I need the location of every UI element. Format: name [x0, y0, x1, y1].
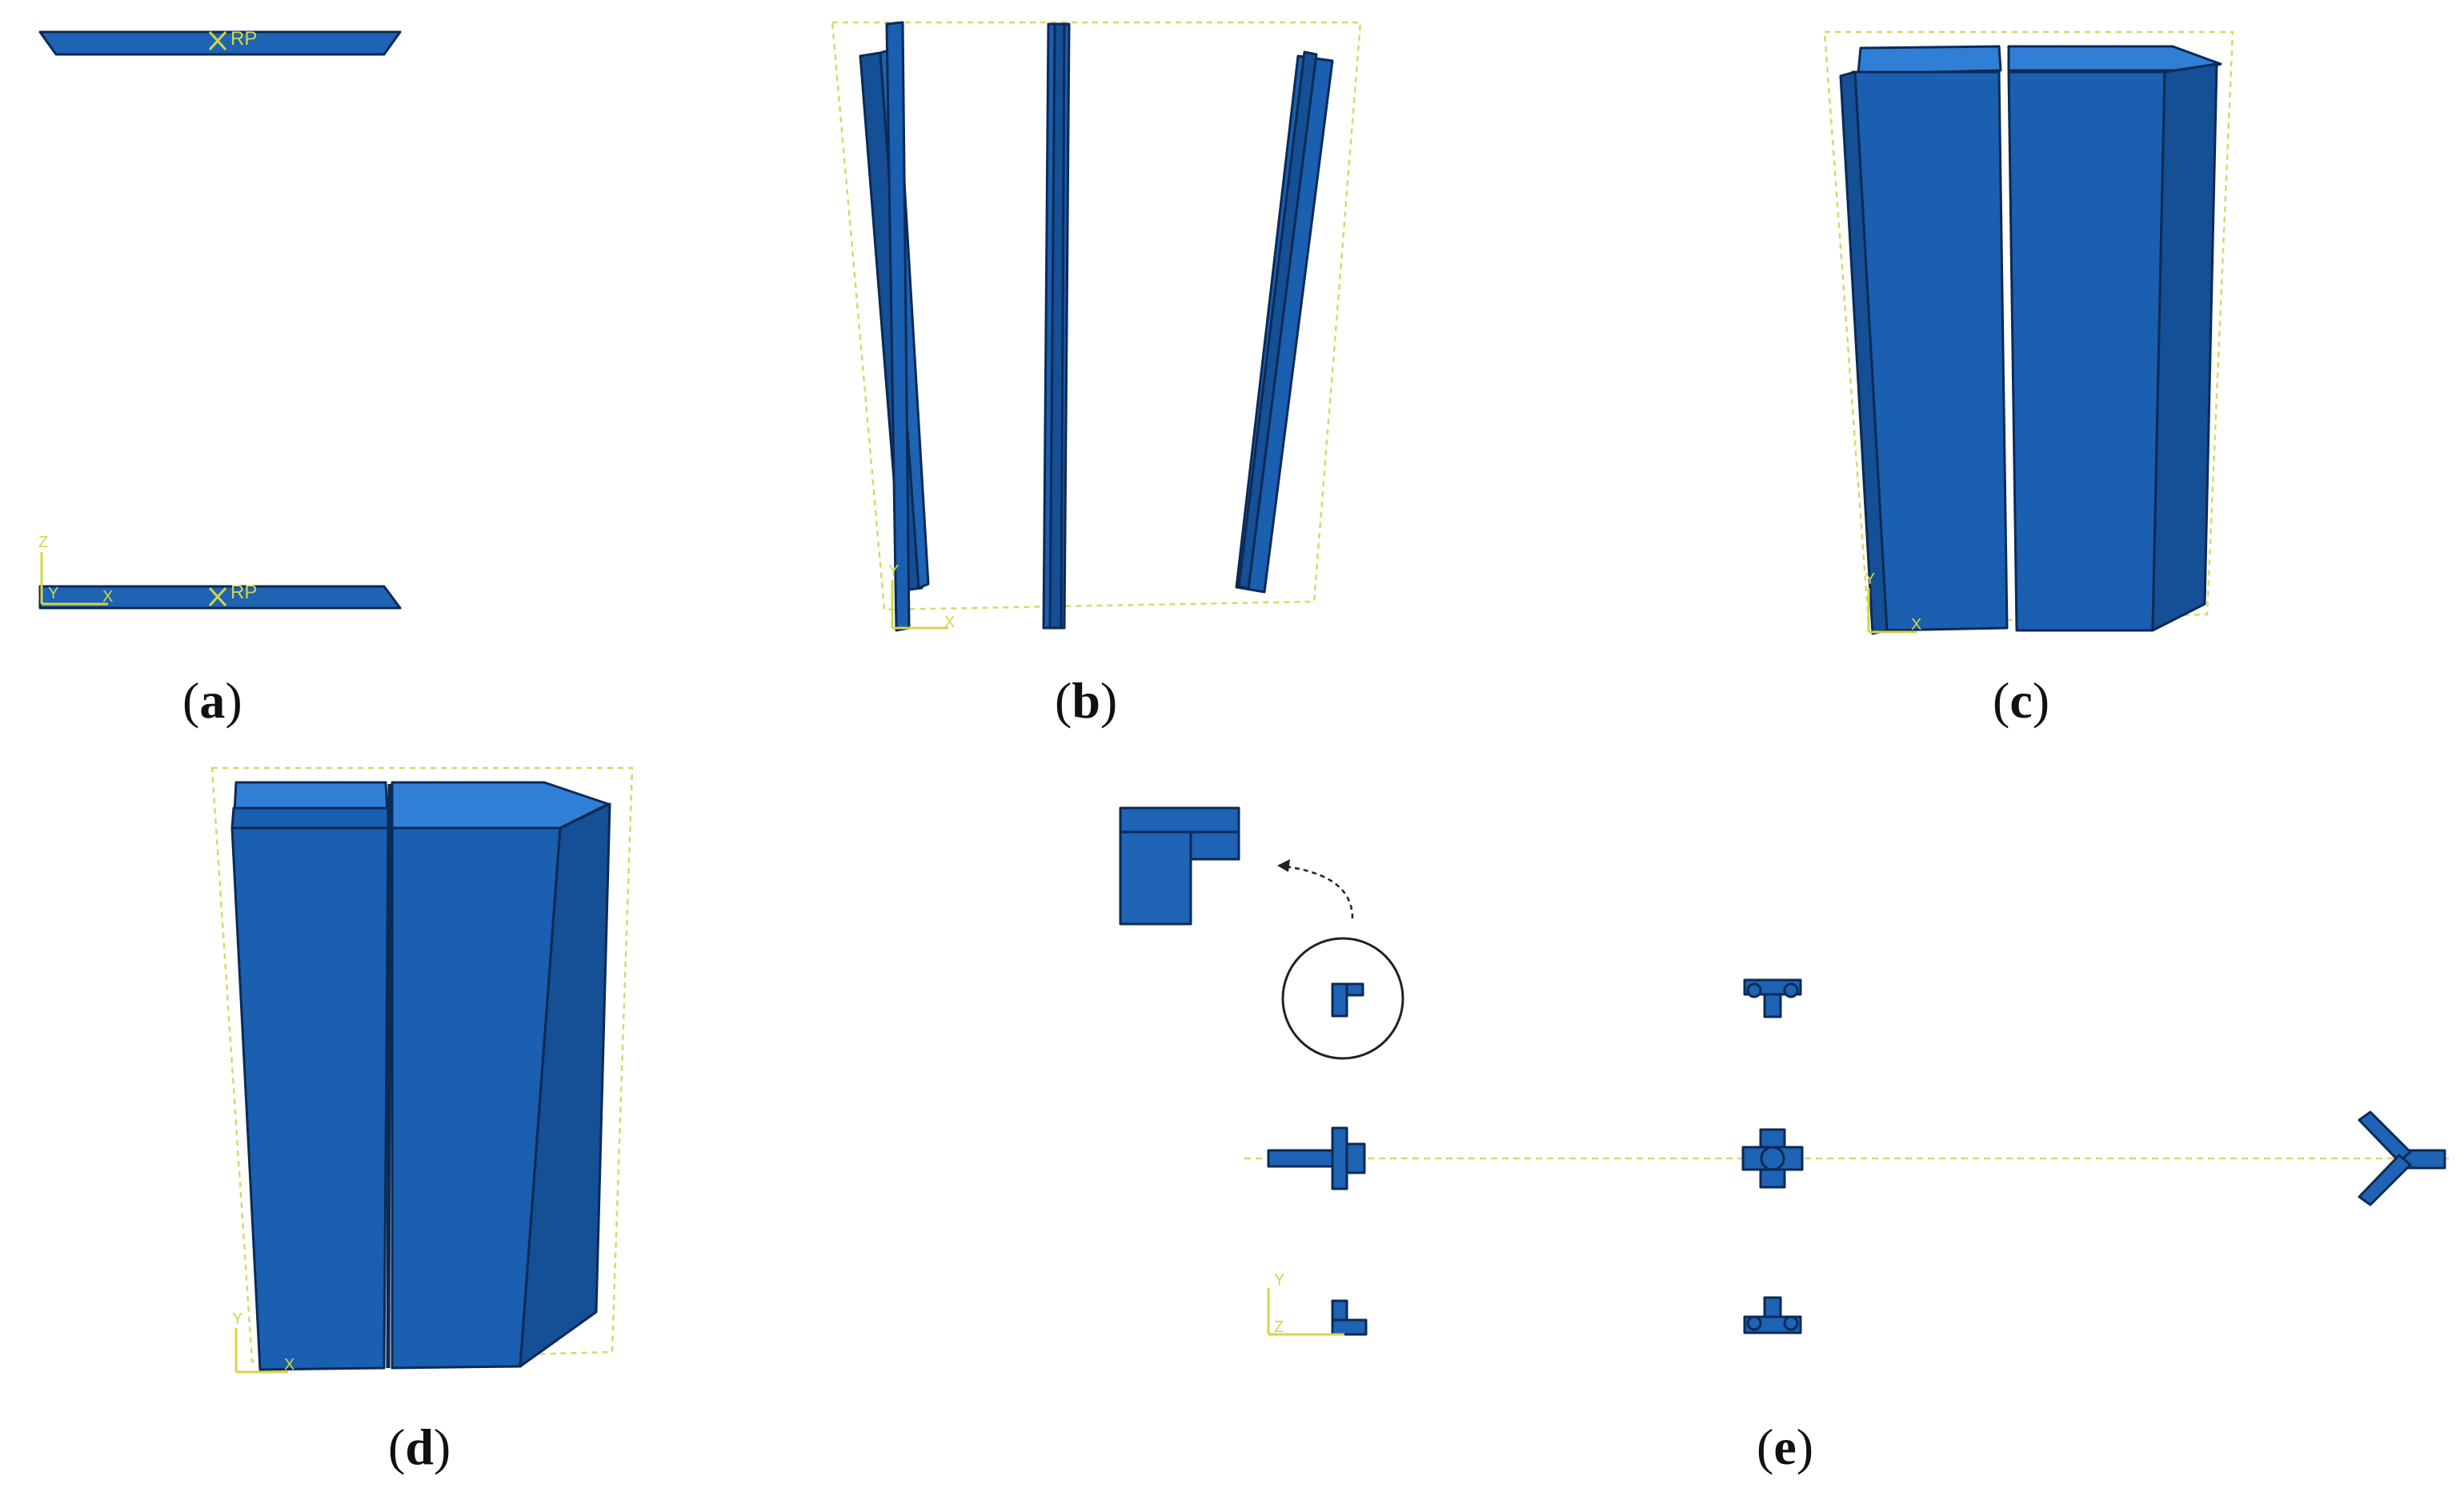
panel-c: Y X (c) — [1823, 30, 2234, 729]
angle-section-bottom-left — [1331, 1299, 1368, 1336]
rp-label-bottom: RP — [230, 582, 257, 603]
caption-d: (d) — [388, 1418, 451, 1475]
column-chord-right — [2007, 70, 2166, 632]
caption-e: (e) — [1757, 1418, 1813, 1475]
rp-marker-bottom: RP — [208, 582, 257, 607]
axis-label-z: Z — [1274, 1318, 1284, 1336]
column-panel-right-side — [519, 802, 611, 1368]
angle-section-top-left — [1331, 982, 1364, 1018]
column-panel-left — [230, 826, 390, 1371]
bottom-rigid-plate — [38, 585, 402, 610]
section-right-v — [2358, 1110, 2446, 1206]
section-bottom-tee — [1743, 1296, 1802, 1334]
bounding-box-c — [1823, 30, 2234, 626]
panel-b: Y X (b) — [831, 21, 1362, 729]
axis-label-x: X — [1911, 616, 1921, 634]
zoomed-angle-section — [1119, 806, 1240, 926]
column-panel-left-top-edge — [230, 806, 390, 830]
rp-label-top: RP — [230, 28, 257, 50]
caption-a: (a) — [182, 672, 242, 729]
caption-b: (b) — [1055, 672, 1117, 729]
axis-label-y: Y — [48, 585, 58, 602]
column-gap-line — [2001, 47, 2013, 629]
bounding-box-d — [210, 766, 634, 1363]
axis-label-x: X — [284, 1356, 294, 1374]
zoom-leader-arrow — [1278, 864, 1354, 919]
rp-marker-top: RP — [208, 28, 257, 51]
axis-label-y: Y — [1865, 570, 1875, 588]
axis-label-x: X — [944, 614, 955, 631]
axis-triad-b: Y X — [888, 562, 955, 631]
section-center-cross — [1741, 1128, 1804, 1189]
zoom-arrowhead — [1277, 859, 1290, 872]
caption-c: (c) — [1993, 672, 2049, 729]
steel-angle-middle-web — [1048, 22, 1066, 630]
axis-label-y: Y — [1274, 1271, 1284, 1289]
batten-top-right — [2007, 45, 2222, 72]
axis-triad-e: Y Z — [1267, 1271, 1344, 1336]
steel-angle-right-web — [1237, 50, 1318, 590]
section-left-cross — [1267, 1126, 1366, 1190]
panel-e: Y Z (e) — [1119, 806, 2449, 1475]
axis-label-y: Y — [888, 562, 899, 580]
axis-triad-c: Y X — [1865, 570, 1921, 634]
axis-triad-d: Y X — [232, 1310, 294, 1374]
column-chord-right-side — [2151, 62, 2218, 632]
section-top-tee — [1743, 978, 1802, 1018]
column-chord-left-side — [1839, 70, 1889, 635]
axis-label-z: Z — [38, 534, 48, 551]
panel-a: RP RP Z Y X (a) — [38, 28, 402, 729]
panel-gap-line — [386, 783, 392, 1369]
axis-label-x: X — [102, 588, 113, 606]
axis-label-y: Y — [232, 1310, 242, 1328]
batten-top-left — [1857, 45, 2002, 75]
zoom-circle — [1281, 937, 1404, 1060]
panel-d: Y X (d) — [210, 766, 634, 1475]
axis-triad-a: Z Y X — [38, 534, 113, 606]
